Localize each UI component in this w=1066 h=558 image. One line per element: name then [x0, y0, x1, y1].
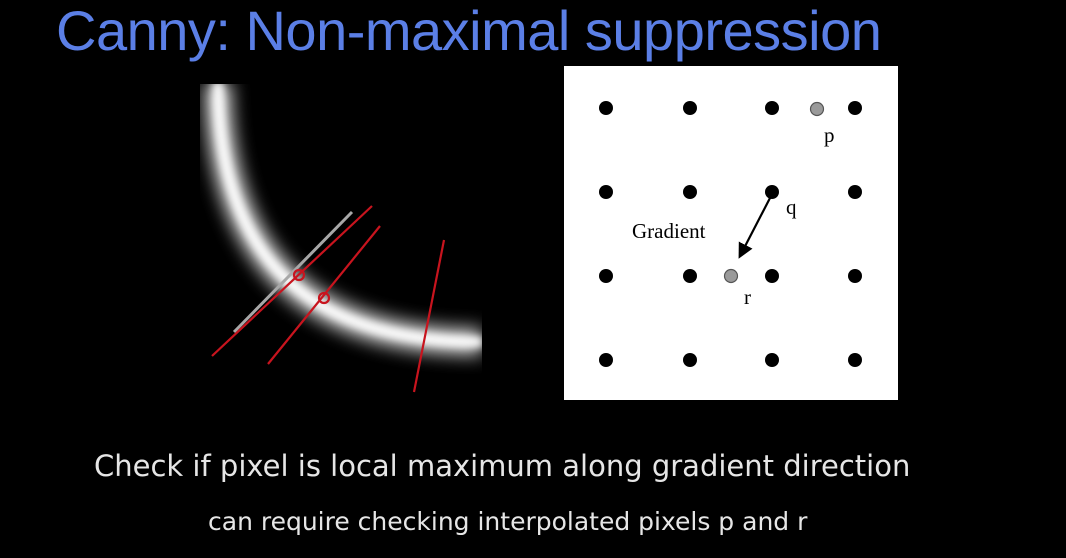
pixel-grid-panel: p q r Gradient — [564, 66, 898, 400]
blurred-edge-arc — [205, 84, 482, 355]
red-line-1 — [211, 205, 373, 357]
interpolated-point-p — [809, 101, 825, 117]
pixel-dots — [599, 101, 862, 367]
slide-caption: Check if pixel is local maximum along gr… — [94, 449, 911, 483]
label-gradient: Gradient — [632, 219, 706, 243]
label-r: r — [744, 285, 751, 309]
label-q: q — [786, 195, 797, 219]
red-marker-1 — [292, 268, 306, 282]
slide-title: Canny: Non-maximal suppression — [56, 0, 882, 62]
slide-subcaption: can require checking interpolated pixels… — [208, 507, 808, 536]
interpolated-point-r — [723, 268, 739, 284]
label-p: p — [824, 123, 835, 147]
edge-illustration — [200, 80, 500, 420]
red-line-2 — [267, 225, 381, 365]
red-marker-2 — [317, 291, 331, 305]
gradient-arrow — [738, 197, 771, 259]
red-line-3 — [412, 239, 446, 393]
edge-tangent-line — [232, 210, 354, 334]
